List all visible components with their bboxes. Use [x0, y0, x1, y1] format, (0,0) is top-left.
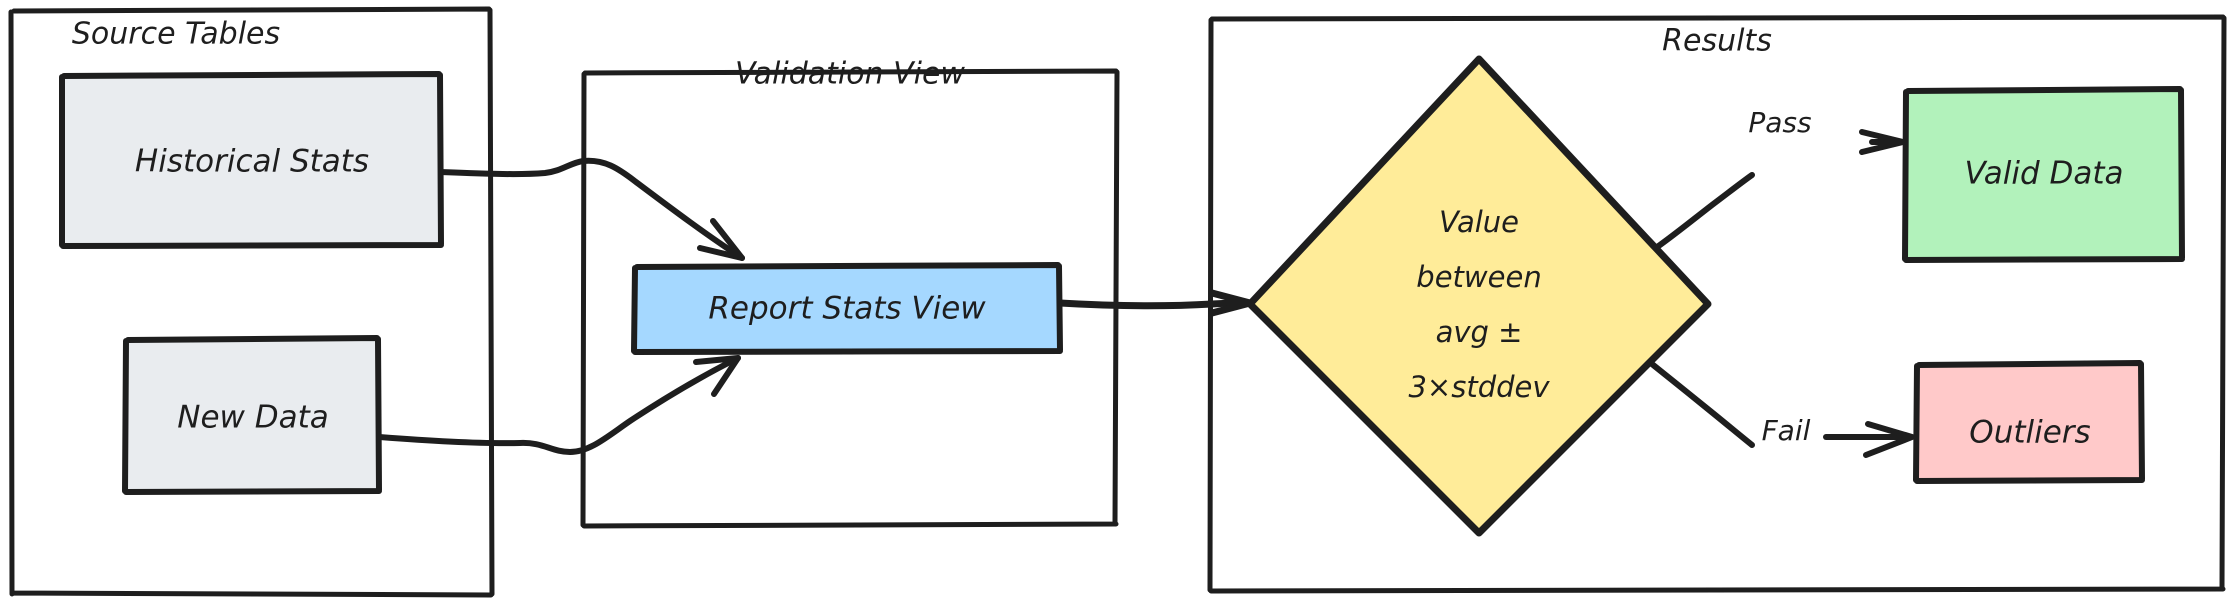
group-validation-view[interactable]: Validation View Validation View [580, 57, 1120, 529]
edge-historical-to-report-line [437, 157, 745, 261]
group-results-border [1207, 14, 2227, 594]
node-valid-data-fill [1906, 89, 2182, 260]
edge-newdata-to-report-line [376, 355, 741, 456]
node-decision-label-line-4: 3×stddev [1408, 370, 1550, 404]
group-source-tables-label: Source Tables [72, 17, 280, 52]
edge-report-to-decision-line [1056, 299, 1252, 310]
node-outliers[interactable]: Outliers [1913, 360, 2145, 484]
edge-decision-fail-line [1644, 357, 1755, 448]
node-new-data[interactable]: New Data [122, 335, 382, 495]
node-valid-data-border [1902, 86, 2185, 263]
node-historical-stats-label: Historical Stats [135, 144, 369, 180]
edge-newdata-to-report-arrowhead [693, 355, 741, 397]
node-historical-stats[interactable]: Historical Stats [59, 71, 444, 249]
group-results-label: Results [1662, 24, 1772, 59]
node-decision-label-line-2: between [1416, 260, 1541, 294]
edge-decision-fail-arrowhead [1863, 421, 1915, 458]
edge-report-to-decision-arrowhead [1208, 289, 1254, 317]
edge-decision-pass-arrowhead [1859, 129, 1906, 155]
edge-newdata-to-report[interactable] [376, 355, 741, 456]
node-new-data-border [122, 335, 382, 495]
node-decision-label-line-1: Value [1439, 205, 1519, 239]
edge-decision-fail[interactable]: Fail [1644, 357, 1915, 458]
node-historical-stats-border [59, 71, 444, 249]
node-valid-data-label: Valid Data [1965, 156, 2124, 192]
edge-report-to-decision[interactable] [1056, 289, 1254, 317]
edge-decision-pass-line [1647, 172, 1755, 255]
group-source-tables-border [8, 6, 495, 598]
group-source-tables[interactable]: Source Tables [8, 6, 495, 598]
node-decision-label-line-3: avg ± [1436, 315, 1523, 349]
group-validation-view-title: Validation View [735, 57, 965, 92]
node-decision-fill [1250, 59, 1708, 533]
node-report-stats-view[interactable]: Report Stats View [631, 262, 1063, 355]
node-outliers-border [1913, 360, 2145, 484]
node-report-stats-view-fill [635, 265, 1060, 352]
node-historical-stats-fill [63, 74, 441, 246]
node-new-data-fill [126, 338, 379, 492]
node-report-stats-view-label: Report Stats View [708, 291, 986, 327]
node-outliers-label: Outliers [1969, 415, 2090, 451]
edge-decision-pass[interactable]: Pass [1647, 106, 1906, 255]
node-decision-border [1246, 55, 1712, 537]
edge-historical-to-report[interactable] [437, 157, 745, 261]
node-valid-data[interactable]: Valid Data [1902, 86, 2185, 263]
edge-decision-fail-label: Fail [1762, 414, 1811, 447]
node-decision[interactable]: Value between avg ± 3×stddev [1246, 55, 1712, 537]
group-results[interactable]: Results [1207, 14, 2227, 594]
node-new-data-label: New Data [177, 400, 329, 436]
node-report-stats-view-border [631, 262, 1063, 355]
node-outliers-fill [1917, 363, 2142, 481]
group-validation-view-border [580, 68, 1120, 529]
edge-historical-to-report-arrowhead [697, 218, 745, 261]
edge-decision-pass-label: Pass [1748, 106, 1811, 139]
